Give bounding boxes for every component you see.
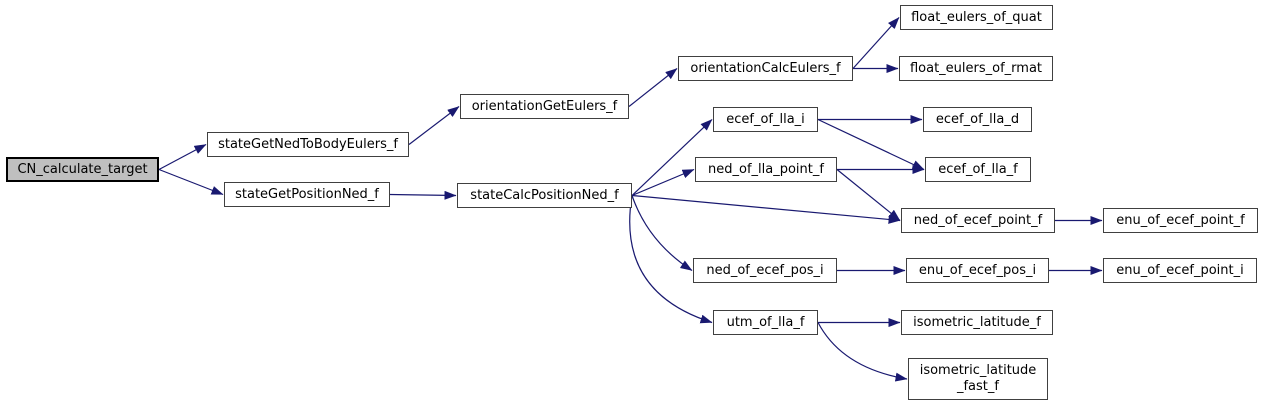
graph-node-ecef_of_lla_f[interactable]: ecef_of_lla_f: [925, 157, 1031, 182]
graph-node-orientationGetEulers_f[interactable]: orientationGetEulers_f: [460, 94, 629, 119]
graph-node-utm_of_lla_f[interactable]: utm_of_lla_f: [713, 310, 818, 335]
edge-stateCalcPositionNed_f-to-ned_of_lla_point_f: [631, 168, 695, 197]
edge-CN_calculate_target-to-stateGetPositionNed_f: [158, 168, 224, 196]
graph-node-enu_of_ecef_point_i[interactable]: enu_of_ecef_point_i: [1103, 258, 1257, 283]
edge-orientationCalcEulers_f-to-float_eulers_of_quat: [852, 17, 900, 69]
graph-node-ned_of_lla_point_f[interactable]: ned_of_lla_point_f: [695, 157, 837, 182]
graph-node-enu_of_ecef_point_f[interactable]: enu_of_ecef_point_f: [1103, 208, 1258, 233]
graph-node-enu_of_ecef_pos_i[interactable]: enu_of_ecef_pos_i: [906, 258, 1049, 283]
graph-node-isometric_latitude_fast_f[interactable]: isometric_latitude _fast_f: [908, 358, 1048, 400]
graph-node-ned_of_ecef_point_f[interactable]: ned_of_ecef_point_f: [901, 208, 1055, 233]
graph-node-stateCalcPositionNed_f[interactable]: stateCalcPositionNed_f: [457, 183, 632, 208]
edge-CN_calculate_target-to-stateGetNedToBodyEulers_f: [158, 143, 207, 171]
edge-stateCalcPositionNed_f-to-ned_of_ecef_pos_i: [631, 195, 693, 272]
graph-node-isometric_latitude_f[interactable]: isometric_latitude_f: [901, 310, 1053, 335]
edge-utm_of_lla_f-to-isometric_latitude_fast_f: [817, 322, 908, 382]
graph-node-CN_calculate_target[interactable]: CN_calculate_target: [6, 157, 159, 182]
graph-node-stateGetNedToBodyEulers_f[interactable]: stateGetNedToBodyEulers_f: [207, 132, 409, 157]
graph-node-float_eulers_of_quat[interactable]: float_eulers_of_quat: [900, 5, 1053, 30]
graph-node-stateGetPositionNed_f[interactable]: stateGetPositionNed_f: [224, 182, 390, 207]
graph-node-ecef_of_lla_d[interactable]: ecef_of_lla_d: [923, 107, 1032, 132]
edge-ned_of_lla_point_f-to-ned_of_ecef_point_f: [836, 169, 901, 221]
edge-stateGetNedToBodyEulers_f-to-orientationGetEulers_f: [408, 106, 460, 145]
edge-stateGetPositionNed_f-to-stateCalcPositionNed_f: [389, 190, 457, 200]
edge-stateCalcPositionNed_f-to-ned_of_ecef_point_f: [631, 194, 901, 224]
graph-node-orientationCalcEulers_f[interactable]: orientationCalcEulers_f: [678, 56, 853, 81]
graph-node-ecef_of_lla_i[interactable]: ecef_of_lla_i: [713, 107, 818, 132]
edge-orientationGetEulers_f-to-orientationCalcEulers_f: [628, 68, 678, 107]
graph-node-ned_of_ecef_pos_i[interactable]: ned_of_ecef_pos_i: [693, 258, 837, 283]
graph-node-float_eulers_of_rmat[interactable]: float_eulers_of_rmat: [899, 56, 1053, 81]
